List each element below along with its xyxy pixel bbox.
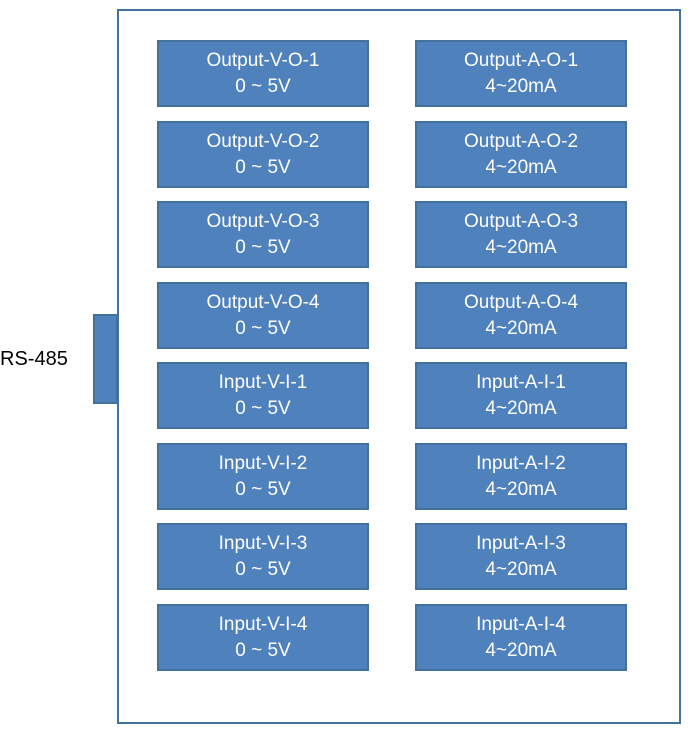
- channel-name: Input-V-I-4: [218, 613, 308, 635]
- channel-name: Output-A-O-2: [463, 130, 579, 152]
- channel-range: 4~20mA: [485, 558, 557, 580]
- voltage-channel-box: Input-V-I-4 0 ~ 5V: [157, 604, 369, 671]
- channel-range: 0 ~ 5V: [235, 75, 291, 97]
- voltage-channel-box: Input-V-I-3 0 ~ 5V: [157, 523, 369, 590]
- channel-range: 4~20mA: [485, 75, 557, 97]
- voltage-channel-box: Output-V-O-4 0 ~ 5V: [157, 282, 369, 349]
- channel-name: Input-V-I-3: [218, 532, 308, 554]
- channel-range: 0 ~ 5V: [235, 156, 291, 178]
- channel-name: Output-A-O-3: [463, 210, 579, 232]
- channel-range: 0 ~ 5V: [235, 478, 291, 500]
- channel-name: Input-A-I-1: [476, 371, 566, 393]
- channel-range: 0 ~ 5V: [235, 397, 291, 419]
- channel-name: Input-A-I-4: [476, 613, 566, 635]
- channel-range: 4~20mA: [485, 397, 557, 419]
- voltage-channel-box: Input-V-I-1 0 ~ 5V: [157, 362, 369, 429]
- current-channel-box: Output-A-O-3 4~20mA: [415, 201, 627, 268]
- current-channel-box: Output-A-O-4 4~20mA: [415, 282, 627, 349]
- channel-name: Output-V-O-1: [206, 49, 320, 71]
- channel-name: Input-A-I-3: [476, 532, 566, 554]
- voltage-channel-box: Output-V-O-1 0 ~ 5V: [157, 40, 369, 107]
- channel-range: 0 ~ 5V: [235, 639, 291, 661]
- channel-name: Output-A-O-1: [463, 49, 579, 71]
- voltage-channel-box: Output-V-O-3 0 ~ 5V: [157, 201, 369, 268]
- channel-range: 4~20mA: [485, 156, 557, 178]
- voltage-channel-box: Input-V-I-2 0 ~ 5V: [157, 443, 369, 510]
- current-channel-box: Output-A-O-2 4~20mA: [415, 121, 627, 188]
- rs485-label: RS-485: [0, 348, 68, 370]
- current-channel-box: Input-A-I-2 4~20mA: [415, 443, 627, 510]
- channel-range: 0 ~ 5V: [235, 236, 291, 258]
- current-channel-box: Input-A-I-1 4~20mA: [415, 362, 627, 429]
- channel-name: Input-A-I-2: [476, 452, 566, 474]
- current-channel-box: Input-A-I-3 4~20mA: [415, 523, 627, 590]
- channel-range: 4~20mA: [485, 317, 557, 339]
- current-channel-box: Output-A-O-1 4~20mA: [415, 40, 627, 107]
- channel-name: Input-V-I-2: [218, 452, 308, 474]
- voltage-channel-box: Output-V-O-2 0 ~ 5V: [157, 121, 369, 188]
- channel-name: Input-V-I-1: [218, 371, 308, 393]
- current-channel-box: Input-A-I-4 4~20mA: [415, 604, 627, 671]
- channel-range: 4~20mA: [485, 639, 557, 661]
- channel-name: Output-V-O-3: [206, 210, 320, 232]
- channel-range: 4~20mA: [485, 236, 557, 258]
- channel-range: 0 ~ 5V: [235, 317, 291, 339]
- rs485-connector: [93, 314, 118, 404]
- channel-name: Output-V-O-4: [206, 291, 320, 313]
- channel-name: Output-V-O-2: [206, 130, 320, 152]
- channel-name: Output-A-O-4: [463, 291, 579, 313]
- channel-range: 0 ~ 5V: [235, 558, 291, 580]
- channel-range: 4~20mA: [485, 478, 557, 500]
